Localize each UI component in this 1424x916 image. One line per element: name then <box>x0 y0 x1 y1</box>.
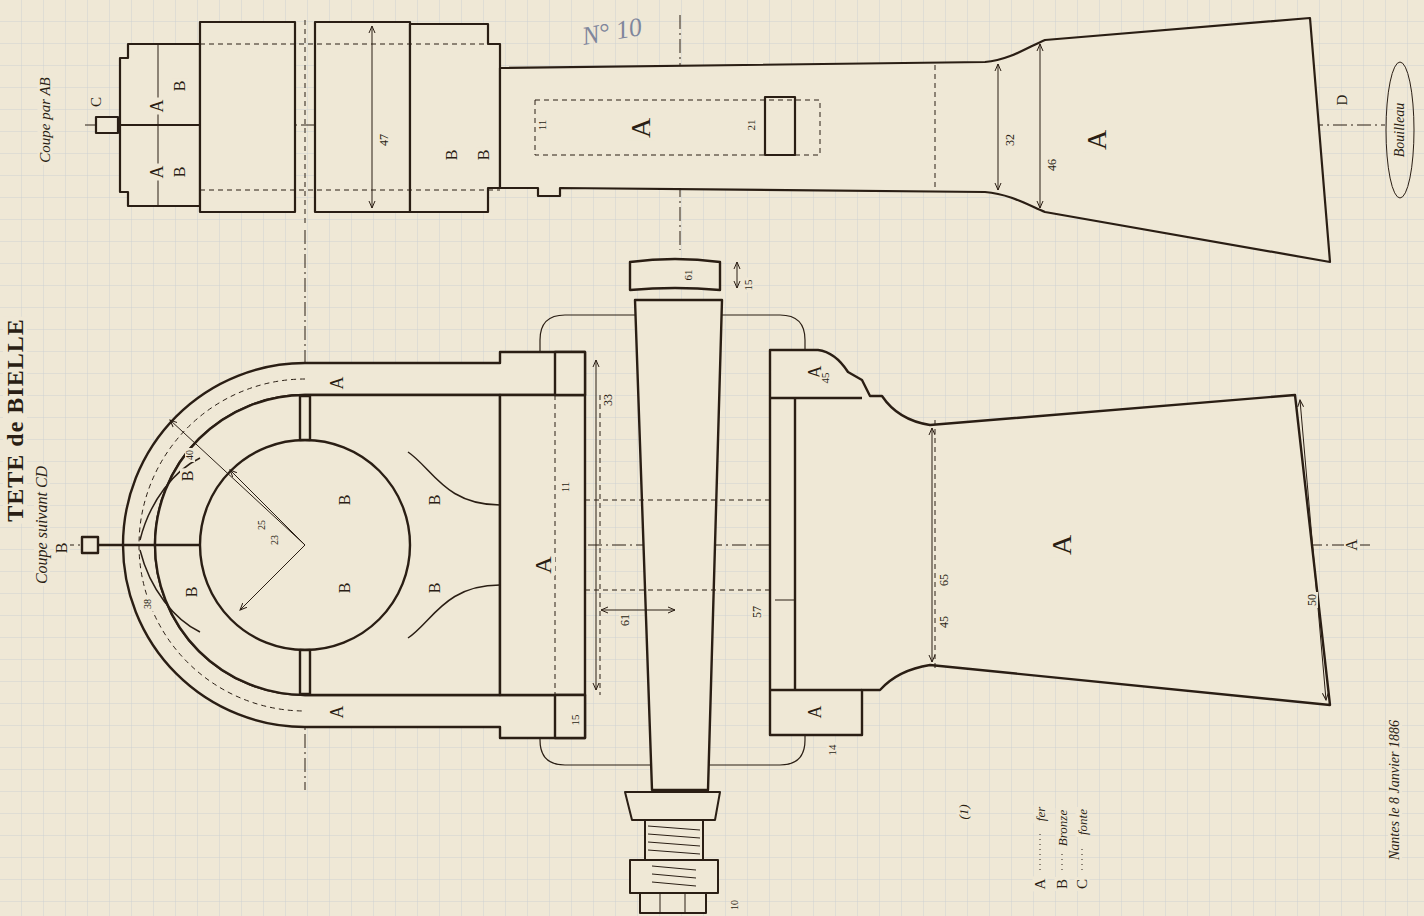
dimension-number: 65 <box>938 572 950 588</box>
part-letter: B <box>444 148 460 163</box>
part-letter: B <box>180 469 196 484</box>
dimension-number: 10 <box>730 898 740 912</box>
part-letter: B <box>337 493 353 508</box>
part-letter: A <box>1344 537 1360 553</box>
dimension-number: 15 <box>570 713 581 728</box>
part-letter: B <box>427 581 443 596</box>
dimension-number: 11 <box>560 480 571 495</box>
dimension-number: 23 <box>270 533 280 547</box>
dimension-number: 15 <box>743 278 754 293</box>
dimension-number: 33 <box>602 392 614 408</box>
note-text: Bouilleau <box>1393 101 1407 159</box>
dimension-number: 14 <box>827 743 838 758</box>
part-letter: C <box>1075 877 1090 891</box>
part-letter: B <box>476 148 492 163</box>
dimension-number: 61 <box>683 268 694 283</box>
part-letter: A <box>627 116 655 140</box>
part-letter: A <box>328 375 346 392</box>
legend-entry: fer <box>1034 805 1047 823</box>
dimension-number: 45 <box>938 614 950 630</box>
legend-entry: fonte <box>1076 807 1089 837</box>
note-text: Coupe suivant CD <box>34 464 50 586</box>
dimension-number: 50 <box>1306 592 1318 608</box>
dimension-number: 25 <box>257 518 267 532</box>
part-letter: A <box>531 554 555 575</box>
part-letter: A <box>148 98 166 115</box>
dimension-number: 57 <box>751 604 763 620</box>
dimension-number: 40 <box>185 448 195 462</box>
part-letter: B <box>172 79 188 94</box>
part-letter: B <box>54 541 70 556</box>
legend-entry: Bronze <box>1056 808 1069 848</box>
part-letter: A <box>1033 877 1048 892</box>
part-letter: B <box>337 581 353 596</box>
part-letter: A <box>328 704 346 721</box>
part-letter: B <box>184 585 200 600</box>
dimension-number: 32 <box>1004 132 1016 148</box>
drawing-lines <box>60 15 1414 913</box>
dimension-number: 47 <box>378 132 390 148</box>
part-letter: B <box>427 493 443 508</box>
dimension-number: 21 <box>746 118 757 133</box>
part-letter: A <box>1048 533 1076 557</box>
dimension-number: (1) <box>957 802 970 821</box>
part-letter: A <box>806 704 824 721</box>
part-letter: A <box>148 164 166 181</box>
dimension-number: 46 <box>1046 157 1058 173</box>
part-letter: C <box>89 95 104 109</box>
dimension-number: 11 <box>537 118 548 133</box>
part-letter: B <box>1055 877 1070 891</box>
drawing-title: TETE de BIELLE <box>3 316 27 523</box>
dimension-number: 38 <box>143 597 153 611</box>
note-text: Coupe par AB <box>38 75 53 165</box>
note-text: Nantes le 8 Janvier 1886 <box>1388 718 1402 862</box>
dimension-number: 45 <box>820 371 831 386</box>
dimension-number: 61 <box>619 612 631 628</box>
part-letter: A <box>1083 128 1111 152</box>
part-letter: D <box>1335 93 1350 108</box>
part-letter: B <box>172 165 188 180</box>
